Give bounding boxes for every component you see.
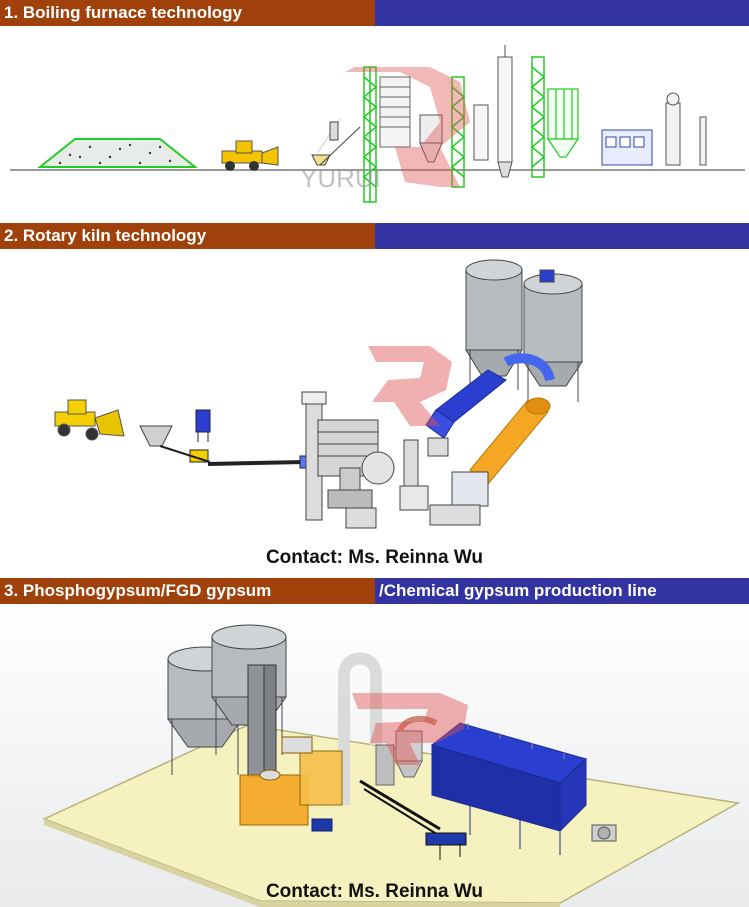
bucket-elevator-1: [362, 66, 378, 203]
section-header: 2. Rotary kiln technology: [0, 223, 749, 249]
section-title-right: [375, 0, 749, 26]
bag-dust-collector: [425, 369, 507, 457]
pile-texture: [58, 143, 172, 165]
wheel-loader: [221, 140, 279, 171]
section-phosphogypsum: 3. Phosphogypsum/FGD gypsum /Chemical gy…: [0, 578, 749, 907]
blue-dryer: [430, 722, 587, 855]
silo-right: [523, 269, 583, 402]
hot-air-furnace: [429, 471, 489, 526]
section-title-right: /Chemical gypsum production line: [375, 578, 749, 604]
bucket-elevator-2: [399, 439, 429, 511]
silo-left: [465, 259, 523, 390]
bucket-elevator: [247, 664, 277, 778]
boiling-furnace-diagram: YURUI: [0, 27, 749, 222]
hot-air-furnace: [601, 129, 653, 166]
material-pile: [37, 138, 198, 168]
belt-conveyor: [159, 445, 313, 469]
blower-unit: [591, 824, 617, 842]
wheel-loader: [54, 399, 125, 441]
flash-dryer-pipe: [338, 652, 382, 805]
bucket-elevator-3: [530, 56, 546, 178]
yurui-watermark: [368, 346, 452, 426]
yurui-watermark: [352, 693, 468, 765]
grinding-mill: [327, 451, 395, 529]
storage-tower: [379, 76, 411, 148]
section-title: 2. Rotary kiln technology: [0, 223, 375, 249]
section-header: 1. Boiling furnace technology: [0, 0, 749, 26]
section-title-right: [375, 223, 749, 249]
bucket-elevator-2: [450, 76, 466, 188]
cyclone-group: [375, 715, 438, 786]
dust-collector: [546, 88, 580, 158]
feeding-unit: [239, 736, 343, 826]
small-dust-collector: [195, 409, 211, 442]
feed-hopper: [139, 425, 173, 447]
exhaust-stack: [665, 92, 707, 166]
section-rotary-kiln: 2. Rotary kiln technology: [0, 223, 749, 575]
contact-line: Contact: Ms. Reinna Wu: [265, 547, 484, 568]
section-boiling-furnace: 1. Boiling furnace technology: [0, 0, 749, 222]
section-title: 1. Boiling furnace technology: [0, 0, 375, 26]
yurui-watermark: [345, 67, 470, 187]
contact-line: Contact: Ms. Reinna Wu: [265, 881, 484, 902]
cyclone: [419, 114, 443, 163]
section-header: 3. Phosphogypsum/FGD gypsum /Chemical gy…: [0, 578, 749, 604]
phosphogypsum-diagram: [0, 605, 749, 907]
feed-conveyor: [311, 118, 361, 166]
section-title: 3. Phosphogypsum/FGD gypsum: [0, 578, 375, 604]
belt-conveyor: [359, 779, 467, 860]
watermark-text: YURUI: [300, 163, 381, 193]
rotary-kiln-diagram: [0, 250, 749, 550]
pump-unit: [311, 818, 333, 832]
calcining-tower: [473, 45, 513, 178]
